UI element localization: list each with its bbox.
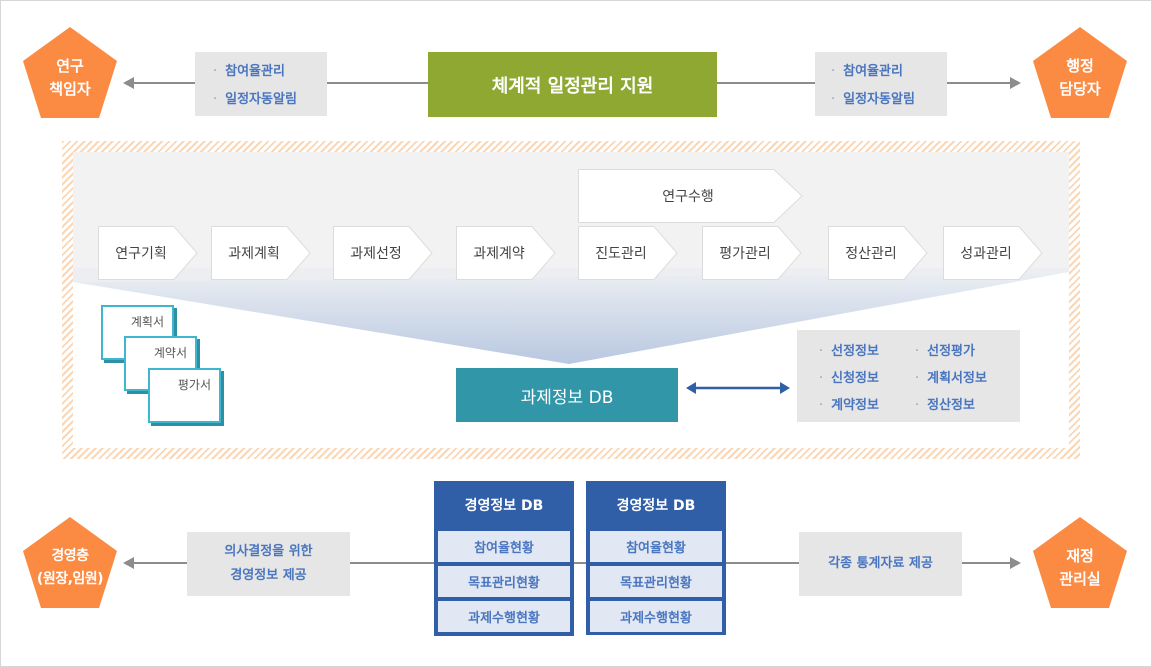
bullet-icon: · [819, 344, 824, 359]
process-step: 진도관리 [578, 226, 678, 280]
info-box-bottom-right: 각종 통계자료 제공 [799, 532, 962, 596]
pentagon-shape [1033, 27, 1127, 118]
actor-research-lead: 연구 책임자 [20, 25, 120, 121]
info-item: ·일정자동알림 [831, 92, 915, 107]
process-step-label: 과제계약 [473, 246, 525, 262]
info-item: ·참여율관리 [831, 64, 903, 79]
process-step: 과제계획 [211, 226, 311, 280]
info-item: ·정산정보 [915, 398, 975, 413]
info-item: ·계약정보 [819, 398, 879, 413]
bullet-icon: · [819, 398, 824, 413]
process-step-label: 성과관리 [960, 246, 1012, 262]
connector-line [717, 82, 817, 84]
info-item: ·선정평가 [915, 344, 975, 359]
bullet-icon: · [915, 344, 920, 359]
bullet-icon: · [213, 92, 218, 107]
bullet-icon: · [819, 371, 824, 386]
bidirectional-arrow-icon [686, 382, 790, 394]
pentagon-shape [23, 27, 117, 118]
actor-label-line1: 연구 [56, 57, 84, 75]
connector-line [133, 82, 195, 84]
bullet-icon: · [213, 64, 218, 79]
actor-label-line1: 행정 [1066, 57, 1094, 75]
actor-label-line2: 책임자 [49, 80, 91, 98]
project-info-db: 과제정보 DB [456, 368, 678, 422]
step-group-research-execution: 연구수행 [578, 169, 803, 223]
arrow-right-icon [1010, 557, 1021, 569]
pentagon-shape [23, 517, 117, 608]
chevron-shape [98, 226, 198, 280]
info-box-top-left: ·참여율관리 ·일정자동알림 [195, 52, 327, 116]
arrow-right-icon [1010, 77, 1021, 89]
actor-label-line1: 재정 [1066, 547, 1094, 565]
process-step-label: 정산관리 [845, 246, 897, 262]
chevron-shape [578, 226, 678, 280]
chevron-shape [456, 226, 556, 280]
chevron-shape [333, 226, 433, 280]
funnel-shape [73, 268, 1069, 364]
arrow-left-icon [123, 557, 134, 569]
chevron-shape [211, 226, 311, 280]
funnel-background [73, 152, 1069, 364]
chevron-shape [702, 226, 802, 280]
management-info-db-2: 경영정보 DB 참여율현황 목표관리현황 과제수행현황 [586, 481, 726, 635]
bullet-icon: · [915, 371, 920, 386]
connector-line [350, 562, 800, 564]
actor-finance-office: 재정 관리실 [1030, 515, 1130, 611]
bullet-icon: · [915, 398, 920, 413]
connector-line [947, 82, 1012, 84]
process-step: 과제계약 [456, 226, 556, 280]
process-step: 연구기획 [98, 226, 198, 280]
mgmt-db-row: 과제수행현황 [590, 601, 722, 632]
process-step: 과제선정 [333, 226, 433, 280]
process-step: 성과관리 [943, 226, 1043, 280]
process-step-label: 과제계획 [228, 246, 280, 262]
connector-line [133, 562, 188, 564]
mgmt-db-title: 경영정보 DB [464, 498, 544, 514]
bullet-icon: · [831, 92, 836, 107]
mgmt-db-row: 참여율현황 [438, 531, 570, 562]
process-step-label: 과제선정 [350, 246, 402, 262]
mgmt-db-row: 과제수행현황 [438, 601, 570, 632]
mgmt-db-title: 경영정보 DB [616, 498, 696, 514]
info-item: ·선정정보 [819, 344, 879, 359]
info-item: ·신청정보 [819, 371, 879, 386]
pentagon-shape [1033, 517, 1127, 608]
connector-line [962, 562, 1012, 564]
info-box-bottom-left: 의사결정을 위한 경영정보 제공 [187, 532, 350, 596]
info-box-db-details: ·선정정보 ·신청정보 ·계약정보 ·선정평가 ·계획서정보 ·정산정보 [797, 330, 1020, 422]
actor-label-line2: 관리실 [1059, 570, 1101, 588]
connector-line [327, 82, 428, 84]
actor-management: 경영층 (원장,임원) [20, 515, 120, 611]
arrow-left-icon [123, 77, 134, 89]
process-step-label: 진도관리 [595, 246, 647, 262]
actor-label-line2: 담당자 [1059, 80, 1101, 98]
actor-admin-staff: 행정 담당자 [1030, 25, 1130, 121]
info-item: ·일정자동알림 [213, 92, 297, 107]
chevron-shape [828, 226, 928, 280]
title-systematic-schedule-support: 체계적 일정관리 지원 [428, 52, 717, 117]
mgmt-db-row: 목표관리현황 [438, 566, 570, 597]
mgmt-db-row: 목표관리현황 [590, 566, 722, 597]
process-step-label: 평가관리 [719, 246, 771, 262]
bullet-icon: · [831, 64, 836, 79]
info-item: ·참여율관리 [213, 64, 285, 79]
management-info-db-1: 경영정보 DB 참여율현황 목표관리현황 과제수행현황 [434, 481, 574, 636]
process-step: 정산관리 [828, 226, 928, 280]
actor-label-line1: 경영층 [51, 548, 89, 564]
mgmt-db-row: 참여율현황 [590, 531, 722, 562]
info-item: ·계획서정보 [915, 371, 987, 386]
process-step-label: 연구기획 [115, 246, 167, 262]
chevron-shape [943, 226, 1043, 280]
info-box-top-right: ·참여율관리 ·일정자동알림 [815, 52, 947, 116]
document-evaluation: 평가서 [148, 368, 221, 423]
process-step: 평가관리 [702, 226, 802, 280]
actor-label-line2: (원장,임원) [36, 571, 104, 587]
chevron-shape [578, 169, 803, 223]
